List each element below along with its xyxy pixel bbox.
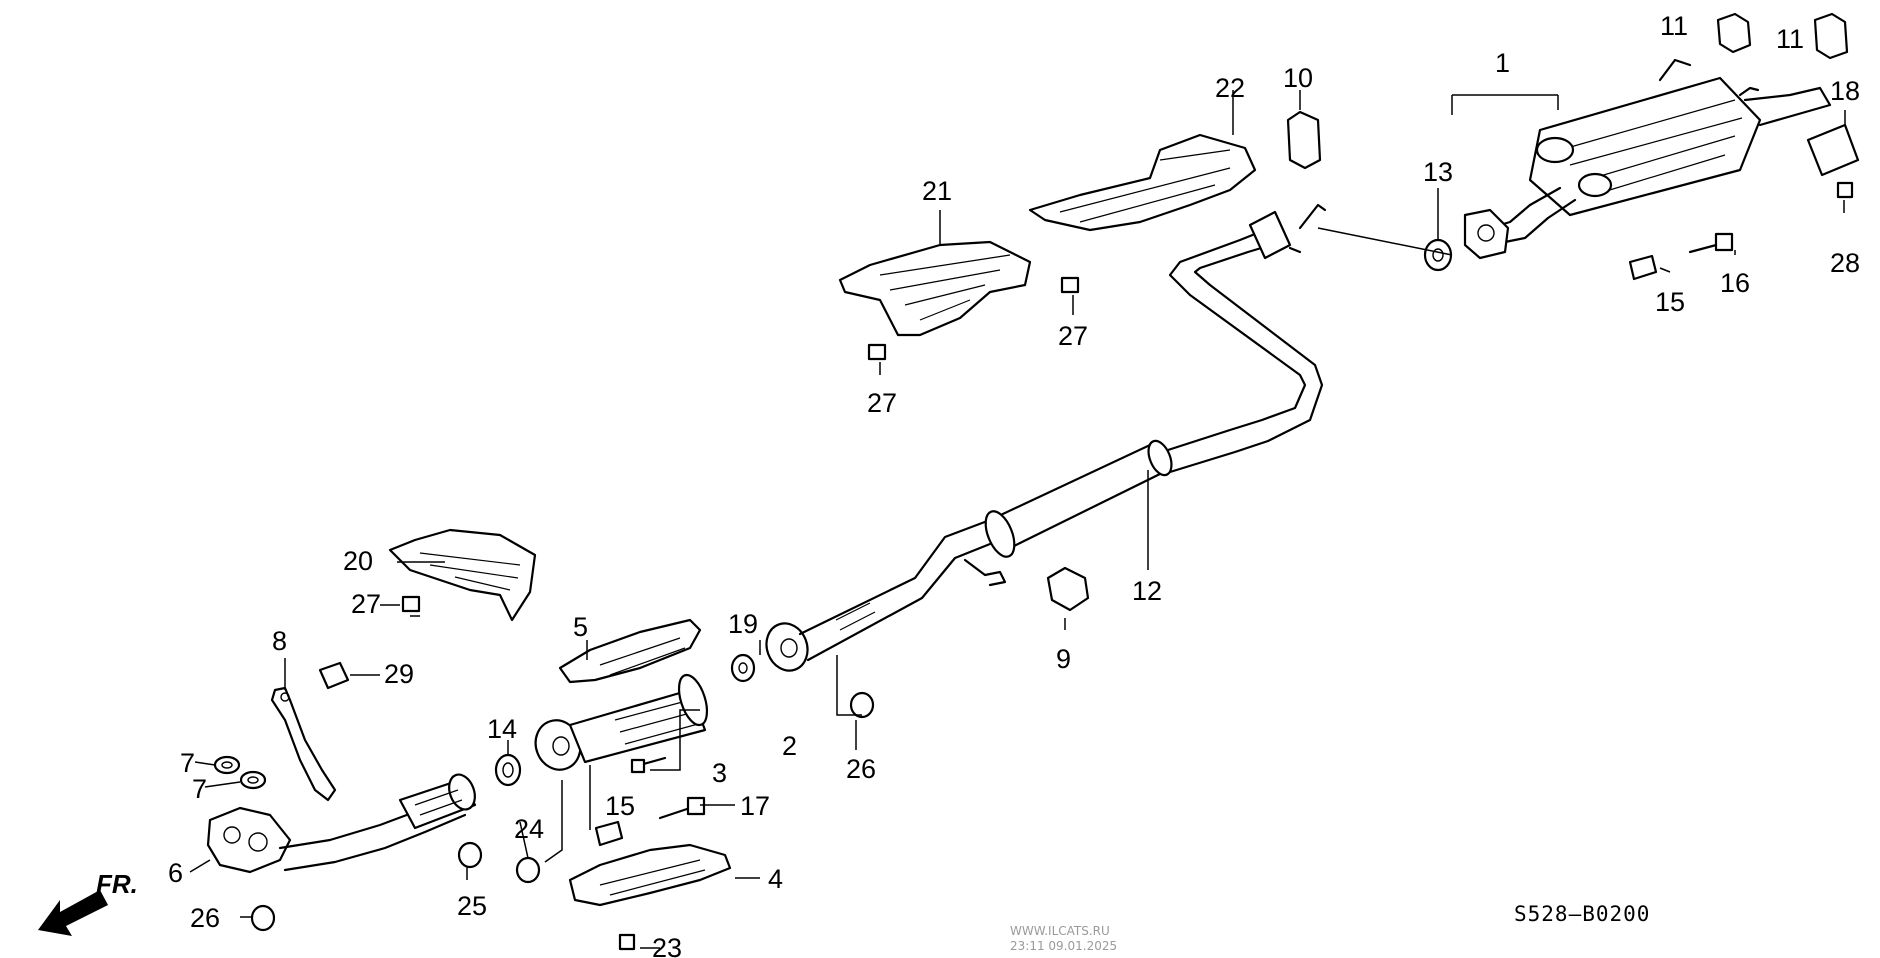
bracket-8: [270, 686, 337, 802]
callout-labels: 1 2 3 4 5 6 7 7 8 9 10 11 11 12 13 14 15…: [168, 11, 1860, 958]
callout-6: 6: [168, 858, 183, 888]
callout-22: 22: [1215, 73, 1245, 103]
front-pipe-6: [206, 773, 477, 874]
watermark-timestamp: 23:11 09.01.2025: [1010, 939, 1117, 953]
callout-27a: 27: [351, 589, 381, 619]
callout-16: 16: [1720, 268, 1750, 298]
callout-28: 28: [1830, 248, 1860, 278]
callout-27c: 27: [1058, 321, 1088, 351]
hardware-parts: [213, 12, 1860, 951]
callout-12: 12: [1132, 576, 1162, 606]
callout-4: 4: [768, 864, 783, 894]
leader-lines: [189, 90, 1846, 949]
callout-11a: 11: [1660, 11, 1688, 41]
heat-shield-22: [1028, 133, 1257, 232]
callout-10: 10: [1283, 63, 1313, 93]
callout-2: 2: [782, 731, 797, 761]
callout-17: 17: [740, 791, 770, 821]
direction-label: FR.: [96, 869, 138, 899]
callout-24: 24: [514, 814, 544, 844]
callout-23: 23: [652, 933, 682, 958]
callout-21: 21: [922, 176, 952, 206]
heat-shield-21: [838, 240, 1032, 337]
callout-7a: 7: [180, 748, 195, 778]
callout-19: 19: [728, 609, 758, 639]
callout-20: 20: [343, 546, 373, 576]
callout-1: 1: [1495, 48, 1510, 78]
callout-8: 8: [272, 626, 287, 656]
watermark-site: WWW.ILCATS.RU: [1010, 924, 1110, 938]
callout-11b: 11: [1776, 24, 1804, 54]
callout-27b: 27: [867, 388, 897, 418]
muffler-assembly: [1463, 58, 1832, 260]
callout-13: 13: [1423, 157, 1453, 187]
exhaust-pipe-assembly: [765, 203, 1327, 672]
callout-15a: 15: [605, 791, 635, 821]
callout-14: 14: [487, 714, 517, 744]
callout-29: 29: [384, 659, 414, 689]
callout-25: 25: [457, 891, 487, 921]
converter-shield-5: [558, 618, 702, 684]
callout-5: 5: [573, 612, 588, 642]
callout-7b: 7: [192, 774, 207, 804]
callout-3: 3: [712, 758, 727, 788]
callout-15b: 15: [1655, 287, 1685, 317]
callout-26a: 26: [846, 754, 876, 784]
catalytic-converter-2: [534, 673, 709, 771]
callout-18: 18: [1830, 76, 1860, 106]
heat-shield-20: [388, 528, 537, 622]
callout-9: 9: [1056, 644, 1071, 674]
lower-shield-4: [568, 843, 732, 907]
front-direction-arrow: FR.: [38, 869, 138, 936]
diagram-code: S528–B0200: [1514, 902, 1650, 926]
callout-26b: 26: [190, 903, 220, 933]
